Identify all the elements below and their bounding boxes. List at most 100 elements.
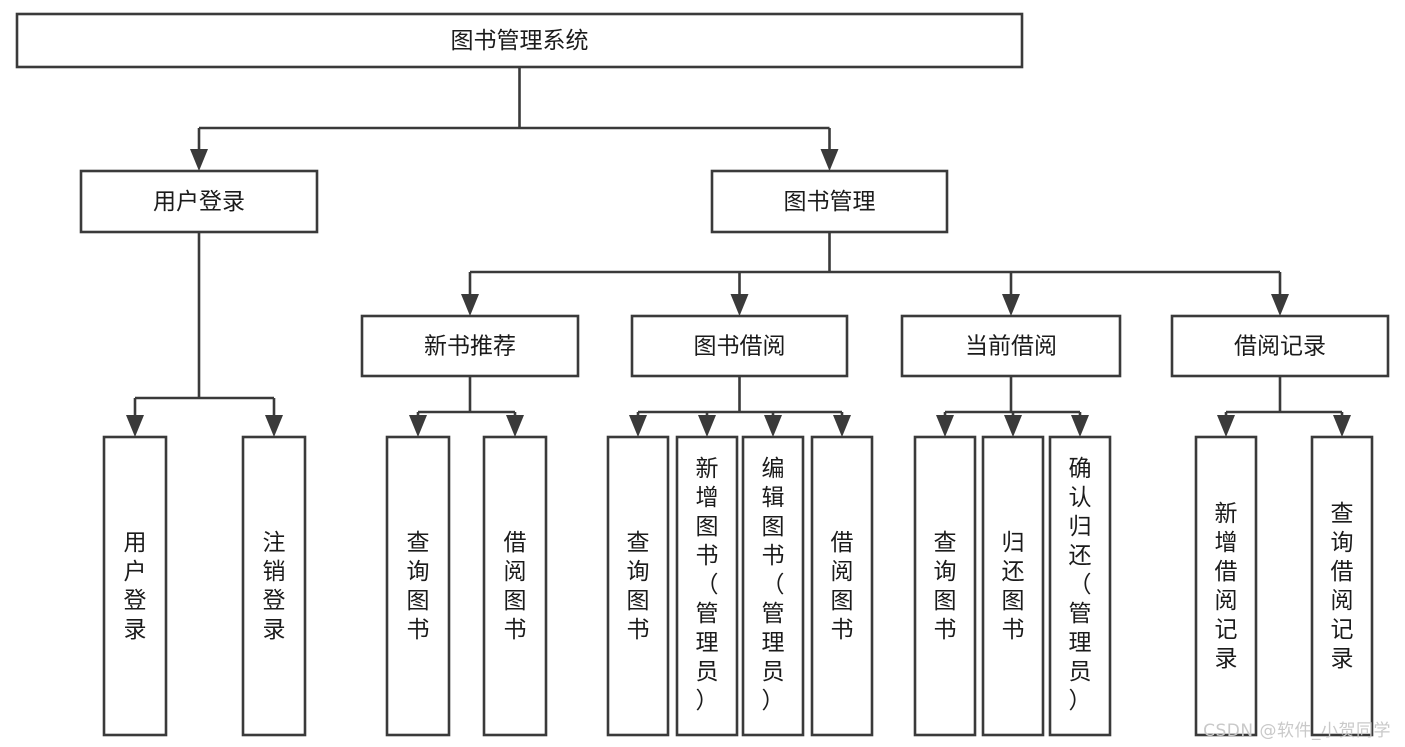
node-leaf-borrow-book-1-label-char: 借 — [504, 530, 527, 556]
node-leaf-return-book-box — [981, 435, 1045, 737]
node-root[interactable]: 图书管理系统 — [15, 12, 1024, 69]
node-leaf-add-record-label-char: 新 — [1215, 501, 1238, 527]
node-leaf-user-login-label-char: 登 — [124, 588, 147, 614]
node-leaf-user-login-label-char: 户 — [124, 559, 147, 585]
node-leaf-add-book-box — [675, 435, 739, 737]
node-leaf-query-record-label-char: 阅 — [1331, 588, 1354, 614]
node-leaf-return-book-label-char: 还 — [1002, 559, 1025, 585]
arrow-head-icon — [1004, 415, 1022, 437]
node-leaf-query-record-label-char: 查 — [1331, 501, 1354, 527]
watermark: CSDN @软件_小贺同学 — [1203, 721, 1391, 741]
node-leaf-user-logout-label-char: 录 — [263, 617, 286, 643]
node-borrow-record-label: 借阅记录 — [1234, 334, 1326, 360]
node-leaf-query-book-2-box — [606, 435, 670, 737]
node-new-book-rec-label: 新书推荐 — [424, 334, 516, 360]
node-current-borrow-label: 当前借阅 — [965, 334, 1057, 360]
node-leaf-query-book-3-label-char: 询 — [934, 559, 957, 585]
node-leaf-borrow-book-1-label-char: 书 — [504, 617, 527, 643]
node-leaf-edit-book-label-char: （ — [762, 572, 785, 598]
node-leaf-query-book-1-label-char: 书 — [407, 617, 430, 643]
node-leaf-edit-book-label-char: 管 — [762, 601, 785, 627]
node-current-borrow-box — [900, 314, 1122, 378]
arrow-head-icon — [833, 415, 851, 437]
node-leaf-query-book-3-label-char: 图 — [934, 588, 957, 614]
node-leaf-add-record-label-char: 阅 — [1215, 588, 1238, 614]
node-leaf-borrow-book-2-box — [810, 435, 874, 737]
arrow-head-icon — [506, 415, 524, 437]
node-leaf-borrow-book-2-label-char: 阅 — [831, 559, 854, 585]
node-leaf-user-logout-label-char: 销 — [263, 559, 286, 585]
arrow-head-icon — [936, 415, 954, 437]
node-leaf-edit-book-label-char: 编 — [762, 456, 785, 482]
node-leaf-query-book-2-label-char: 书 — [627, 617, 650, 643]
node-leaf-add-record-label-char: 录 — [1215, 646, 1238, 672]
node-leaf-borrow-book-2-label-char: 书 — [831, 617, 854, 643]
node-leaf-query-book-2-label-char: 图 — [627, 588, 650, 614]
node-leaf-query-book-3-box — [913, 435, 977, 737]
node-leaf-query-record-label-char: 记 — [1331, 617, 1354, 643]
node-borrow-record[interactable]: 借阅记录 — [1170, 314, 1390, 378]
node-leaf-query-book-3-label-char: 查 — [934, 530, 957, 556]
node-leaf-confirm-return-label-char: ） — [1069, 688, 1092, 714]
node-user-login-box — [79, 169, 319, 234]
node-book-borrow-label: 图书借阅 — [694, 334, 786, 360]
node-leaf-return-book-label-char: 图 — [1002, 588, 1025, 614]
node-root-label: 图书管理系统 — [451, 28, 589, 54]
arrow-head-icon — [1002, 294, 1020, 316]
node-leaf-add-book-label-char: ） — [696, 688, 719, 714]
connector-layer — [126, 67, 1351, 437]
node-leaf-add-record-label-char: 借 — [1215, 559, 1238, 585]
node-new-book-rec[interactable]: 新书推荐 — [360, 314, 580, 378]
node-leaf-confirm-return-label-char: 认 — [1069, 485, 1092, 511]
node-root-box — [15, 12, 1024, 69]
node-leaf-add-record-box — [1194, 435, 1258, 737]
node-leaf-confirm-return-label-char: 归 — [1069, 514, 1092, 540]
node-leaf-user-logout-label-char: 登 — [263, 588, 286, 614]
node-leaf-add-book-label-char: 员 — [696, 659, 719, 685]
arrow-head-icon — [190, 149, 208, 171]
node-leaf-query-book-1-box — [385, 435, 451, 737]
arrow-head-icon — [698, 415, 716, 437]
node-leaf-edit-book-label-char: 图 — [762, 514, 785, 540]
node-leaf-confirm-return-label-char: 理 — [1069, 630, 1092, 656]
node-leaf-borrow-book-1-label-char: 图 — [504, 588, 527, 614]
arrow-head-icon — [1071, 415, 1089, 437]
node-layer: 图书管理系统用户登录图书管理新书推荐图书借阅当前借阅借阅记录用户登录注销登录查询… — [15, 12, 1390, 737]
arrow-head-icon — [730, 294, 749, 316]
node-leaf-user-login-label-char: 录 — [124, 617, 147, 643]
node-book-manage[interactable]: 图书管理 — [710, 169, 949, 234]
node-leaf-add-book-label-char: 理 — [696, 630, 719, 656]
node-user-login[interactable]: 用户登录 — [79, 169, 319, 234]
node-borrow-record-box — [1170, 314, 1390, 378]
node-book-borrow[interactable]: 图书借阅 — [630, 314, 849, 378]
node-current-borrow[interactable]: 当前借阅 — [900, 314, 1122, 378]
node-leaf-return-book-label-char: 归 — [1002, 530, 1025, 556]
arrow-head-icon — [1271, 294, 1289, 316]
node-leaf-query-book-1-label-char: 查 — [407, 530, 430, 556]
node-leaf-user-login-box — [102, 435, 168, 737]
node-leaf-edit-book-label-char: 辑 — [762, 485, 785, 511]
node-book-manage-box — [710, 169, 949, 234]
node-leaf-edit-book-label-char: ） — [762, 688, 785, 714]
node-leaf-borrow-book-2-label-char: 图 — [831, 588, 854, 614]
arrow-head-icon — [461, 294, 479, 316]
node-leaf-add-record-label-char: 记 — [1215, 617, 1238, 643]
arrow-head-icon — [764, 415, 782, 437]
node-leaf-user-login[interactable]: 用户登录 — [102, 435, 168, 737]
node-leaf-query-book-1-label-char: 询 — [407, 559, 430, 585]
arrow-head-icon — [820, 149, 839, 171]
